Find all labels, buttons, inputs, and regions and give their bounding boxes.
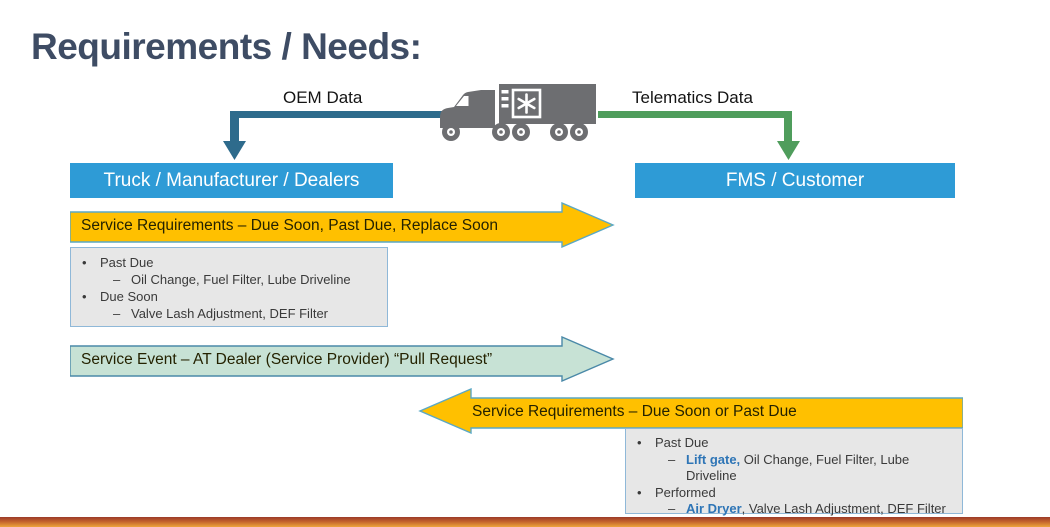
list-item: Oil Change, Fuel Filter, Lube Driveline <box>131 272 351 287</box>
list-item: Past Due <box>100 255 154 270</box>
truck-manufacturer-dealers-box: Truck / Manufacturer / Dealers <box>70 163 393 198</box>
snowflake-icon <box>517 93 536 114</box>
fms-customer-box: FMS / Customer <box>635 163 955 198</box>
arrow-label: Service Requirements – Due Soon, Past Du… <box>81 217 499 234</box>
arrow-label: Service Event – AT Dealer (Service Provi… <box>81 351 493 368</box>
past-due-performed-list: •Past Due –Lift gate, Oil Change, Fuel F… <box>625 428 963 516</box>
telematics-data-label: Telematics Data <box>632 88 753 107</box>
past-due-due-soon-list: •Past Due –Oil Change, Fuel Filter, Lube… <box>70 247 388 327</box>
footer-accent-bar <box>0 517 1050 527</box>
page-title: Requirements / Needs: <box>31 26 422 67</box>
truck-wheels <box>442 123 588 141</box>
list-item: Air Dryer, Valve Lash Adjustment, DEF Fi… <box>686 501 946 516</box>
oem-data-arrow <box>223 111 445 160</box>
reefer-panel <box>511 88 542 119</box>
list-item: Due Soon <box>100 289 158 304</box>
list-item: Past Due <box>655 435 709 450</box>
list-item: Valve Lash Adjustment, DEF Filter <box>131 306 329 321</box>
service-event-arrow: Service Event – AT Dealer (Service Provi… <box>70 336 615 382</box>
list-item: Lift gate, Oil Change, Fuel Filter, Lube… <box>686 451 910 484</box>
highlight-lift-gate: Lift gate, <box>686 451 741 467</box>
list-item: Performed <box>655 484 716 500</box>
truck-windshield <box>456 96 469 106</box>
arrow-label: Service Requirements – Due Soon or Past … <box>472 403 797 420</box>
service-requirements-right-arrow: Service Requirements – Due Soon, Past Du… <box>70 202 615 248</box>
telematics-data-arrow <box>598 111 800 160</box>
highlight-air-dryer: Air Dryer <box>686 501 742 516</box>
oem-data-label: OEM Data <box>283 88 363 107</box>
refrigerated-truck-icon <box>440 84 596 141</box>
